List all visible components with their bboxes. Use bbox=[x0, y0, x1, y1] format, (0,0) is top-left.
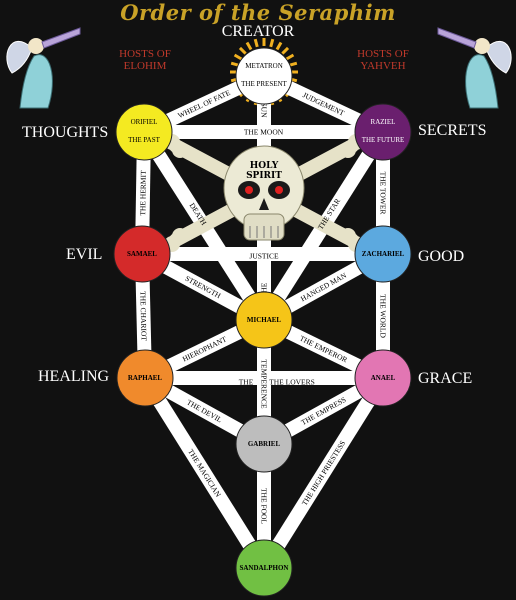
secrets-label: SECRETS bbox=[418, 122, 487, 139]
node-sandalphon: SANDALPHON bbox=[235, 539, 293, 597]
node-raphael: RAPHAEL bbox=[116, 349, 174, 407]
path-label-the: THE bbox=[260, 282, 269, 297]
path-label: THE FOOL bbox=[260, 488, 269, 524]
angel-left-icon bbox=[6, 27, 81, 109]
path-label: THE HERMIT bbox=[138, 170, 148, 216]
node-raziel-label-0: RAZIEL bbox=[371, 118, 396, 126]
node-michael-label-0: MICHAEL bbox=[247, 316, 282, 324]
path-label: HANGED MAN bbox=[299, 270, 349, 303]
path-label: SUN bbox=[260, 102, 269, 118]
angel-right-icon bbox=[437, 27, 512, 109]
path-label: THE LOVERS bbox=[269, 378, 315, 387]
grace-label: GRACE bbox=[418, 370, 473, 387]
node-metatron-label-0: METATRON bbox=[245, 62, 283, 70]
node-zachariel-label-0: ZACHARIEL bbox=[362, 250, 405, 258]
good-label: GOOD bbox=[418, 248, 465, 265]
path-label: THE MOON bbox=[244, 128, 284, 137]
hosts-left-line-1: HOSTS OF bbox=[119, 48, 171, 60]
node-gabriel: GABRIEL bbox=[235, 415, 293, 473]
skull-text-line-1: HOLY bbox=[250, 161, 279, 171]
path-anael-sandalphon bbox=[258, 374, 389, 572]
node-anael: ANAEL bbox=[354, 349, 412, 407]
node-raziel-label-1: THE FUTURE bbox=[362, 136, 405, 144]
path-label: THE MAGICIAN bbox=[186, 447, 223, 499]
path-label: THE TOWER bbox=[379, 172, 388, 215]
node-samael-label-0: SAMAEL bbox=[127, 250, 157, 258]
hosts-right-line-2: YAHVEH bbox=[360, 60, 406, 72]
path-label: JUSTICE bbox=[249, 252, 279, 261]
node-metatron-label-1: THE PRESENT bbox=[241, 80, 287, 88]
path-label: TEMPERENCE bbox=[260, 359, 269, 409]
path-label: HIEROPHANT bbox=[181, 334, 228, 363]
path-label: THE EMPRESS bbox=[300, 395, 348, 427]
path-label: THE CHARIOT bbox=[138, 291, 148, 341]
hosts-of-yahveh-label: HOSTS OF YAHVEH bbox=[343, 48, 423, 72]
node-orifiel: ORIFIEL THE PAST bbox=[115, 103, 173, 161]
creator-label: CREATOR bbox=[221, 23, 295, 40]
path-label: THE EMPEROR bbox=[298, 334, 349, 365]
node-anael-label-0: ANAEL bbox=[371, 374, 396, 382]
path-raphael-sandalphon bbox=[139, 374, 270, 572]
hosts-left-line-2: ELOHIM bbox=[123, 60, 167, 72]
thoughts-label: THOUGHTS bbox=[22, 124, 109, 141]
node-gabriel-label-0: GABRIEL bbox=[248, 440, 281, 448]
node-orifiel-label-1: THE PAST bbox=[128, 136, 161, 144]
path-label: THE HIGH PRIESTESS bbox=[300, 439, 347, 507]
node-michael: MICHAEL bbox=[235, 291, 293, 349]
skull-text-line-2: SPIRIT bbox=[246, 171, 282, 181]
hosts-right-line-1: HOSTS OF bbox=[357, 48, 409, 60]
node-metatron: METATRON THE PRESENT bbox=[235, 47, 293, 105]
node-zachariel: ZACHARIEL bbox=[354, 225, 412, 283]
hosts-of-elohim-label: HOSTS OF ELOHIM bbox=[105, 48, 185, 72]
node-raziel: RAZIEL THE FUTURE bbox=[354, 103, 412, 161]
node-sandalphon-label-0: SANDALPHON bbox=[239, 564, 288, 572]
path-label-the-lovers-prefix: THE bbox=[239, 378, 254, 387]
node-raphael-label-0: RAPHAEL bbox=[128, 374, 163, 382]
evil-label: EVIL bbox=[66, 246, 103, 263]
node-orifiel-label-0: ORIFIEL bbox=[131, 118, 158, 126]
diagram-title: Order of the Seraphim bbox=[120, 0, 396, 25]
path-label: THE WORLD bbox=[379, 294, 388, 338]
path-label: WHEEL OF FATE bbox=[176, 88, 232, 120]
healing-label: HEALING bbox=[38, 368, 110, 385]
node-samael: SAMAEL bbox=[113, 225, 171, 283]
